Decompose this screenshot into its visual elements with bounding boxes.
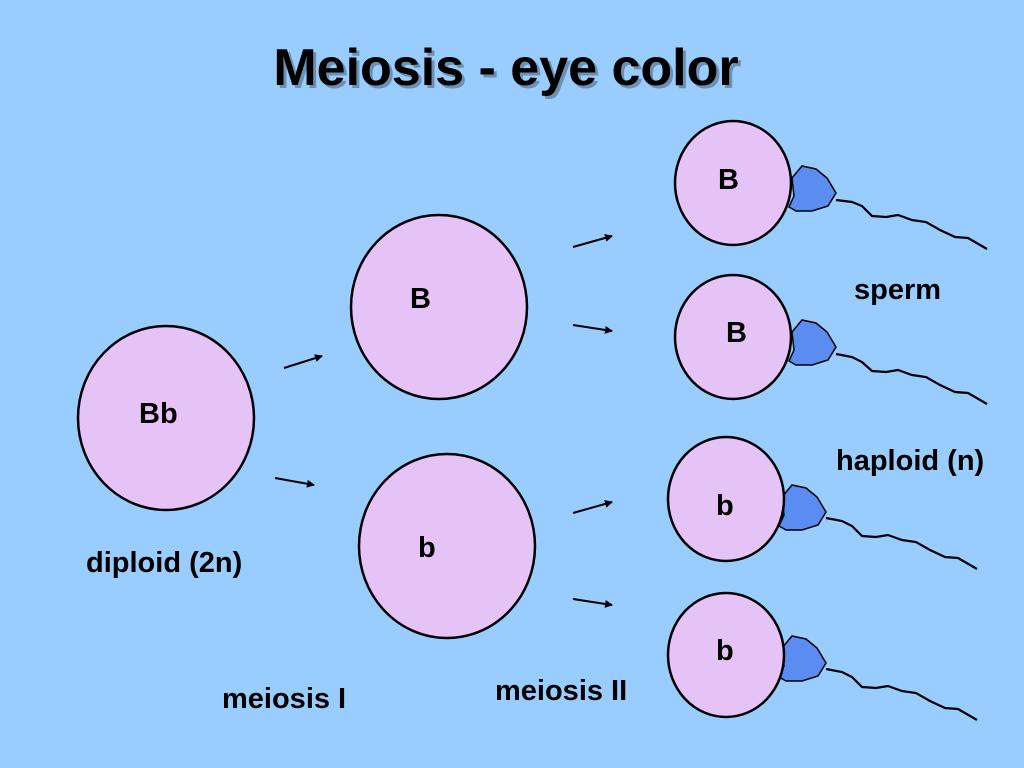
haploid-label: haploid (n)	[836, 445, 985, 477]
diploid-label: diploid (2n)	[86, 547, 243, 579]
meiosis1-cell-B-genotype: B	[410, 283, 431, 315]
slide-title: Meiosis - eye color	[273, 39, 739, 97]
sperm-3	[666, 435, 978, 570]
arrow-meiosis1-upper	[283, 354, 323, 369]
sperm-cell-2	[673, 273, 793, 401]
meiosis2-label: meiosis II	[495, 675, 628, 707]
meiosis1-cell-b	[357, 452, 537, 640]
sperm-cell-4	[666, 591, 786, 719]
sperm-cell-1	[673, 119, 793, 247]
sperm-1	[673, 119, 988, 250]
sperm-2	[673, 273, 988, 405]
sperm-cell-1-genotype: B	[718, 164, 739, 196]
sperm-cell-4-genotype: b	[716, 635, 734, 667]
sperm-4	[666, 591, 978, 721]
arrow-meiosis2-1	[572, 234, 613, 248]
meiosis1-label: meiosis I	[222, 683, 347, 715]
meiosis1-cell-B	[349, 213, 529, 401]
arrow-meiosis2-2	[572, 324, 613, 334]
arrow-meiosis2-3	[572, 500, 613, 514]
sperm-cell-3	[666, 435, 786, 563]
diploid-cell	[76, 324, 256, 512]
diploid-cell-genotype: Bb	[139, 398, 178, 430]
arrow-meiosis2-4	[572, 598, 613, 608]
meiosis1-cell-b-genotype: b	[418, 532, 436, 564]
arrow-meiosis1-lower	[274, 477, 315, 488]
sperm-label: sperm	[854, 274, 942, 306]
sperm-cell-3-genotype: b	[716, 490, 734, 522]
sperm-cell-2-genotype: B	[726, 317, 747, 349]
